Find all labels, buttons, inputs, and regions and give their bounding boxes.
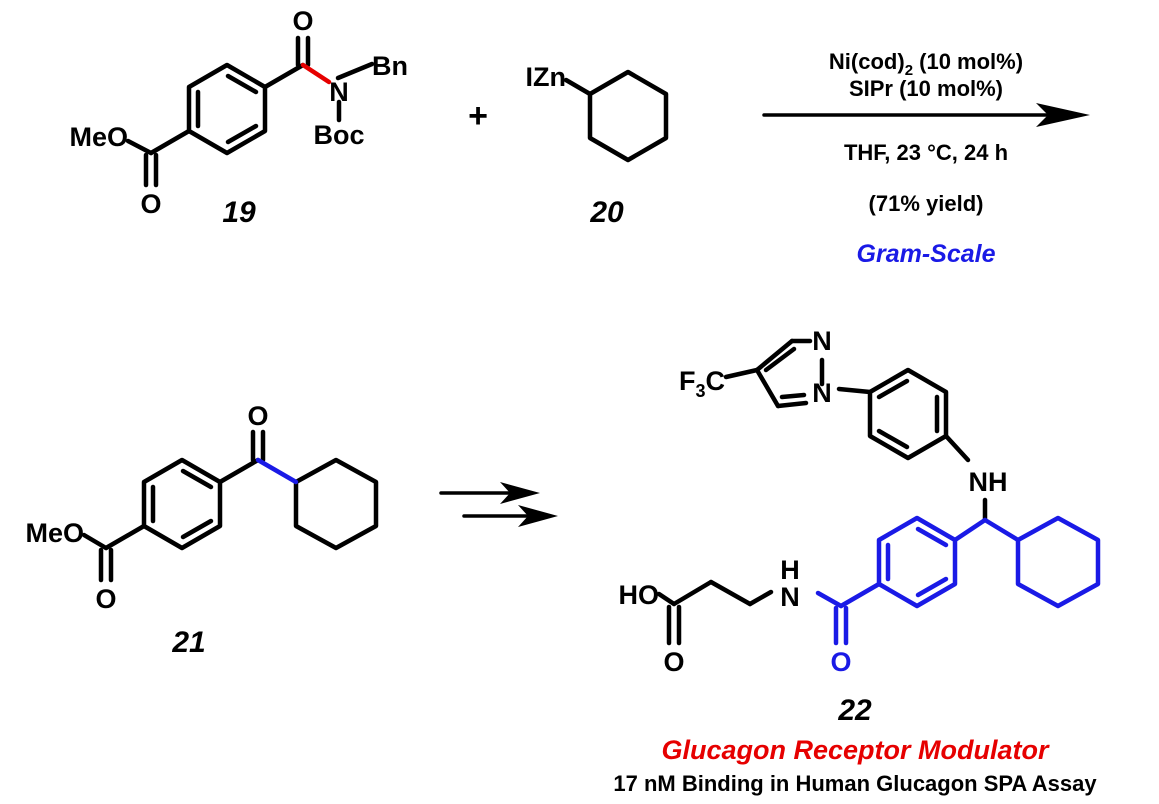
compound-number-22: 22 bbox=[837, 694, 872, 727]
c21-ester-o: O bbox=[95, 584, 116, 614]
c21-carbonyl-o: O bbox=[247, 401, 268, 431]
c19-ester-o: O bbox=[140, 189, 161, 219]
compound-19: O N Bn Boc MeO O 19 bbox=[69, 6, 408, 229]
c22-nh: NH bbox=[969, 467, 1008, 497]
activity-title: Glucagon Receptor Modulator bbox=[661, 735, 1050, 765]
yield-label: (71% yield) bbox=[869, 191, 984, 216]
reaction-arrow bbox=[762, 103, 1090, 127]
c22-amide-n: N bbox=[780, 582, 800, 612]
c22-cf3: F3C bbox=[679, 366, 725, 401]
c22-pyrazole-n1: N bbox=[812, 378, 832, 408]
compound-21: O MeO O 21 bbox=[25, 401, 379, 659]
scale-label: Gram-Scale bbox=[857, 240, 996, 268]
solvent-label: THF, 23 °C, 24 h bbox=[844, 140, 1008, 165]
c19-bn: Bn bbox=[372, 51, 408, 81]
c22-acid-o: O bbox=[663, 647, 684, 677]
c21-meo: MeO bbox=[25, 518, 84, 548]
c19-boc: Boc bbox=[313, 120, 364, 150]
plus-sign: + bbox=[468, 97, 488, 135]
multi-step-arrows bbox=[439, 482, 558, 527]
activity-text: 17 nM Binding in Human Glucagon SPA Assa… bbox=[613, 771, 1097, 796]
c22-amide-o: O bbox=[830, 647, 851, 677]
c19-meo: MeO bbox=[69, 122, 128, 152]
c19-carbonyl-o: O bbox=[292, 6, 313, 36]
c22-pyrazole-n2: N bbox=[812, 326, 832, 356]
catalyst-label: Ni(cod)2 (10 mol%) bbox=[829, 49, 1023, 79]
c22-ho: HO bbox=[619, 580, 660, 610]
c22-amide-h: H bbox=[780, 555, 800, 585]
ligand-label: SIPr (10 mol%) bbox=[849, 76, 1003, 101]
compound-22: F3C N N NH HO O H N O 22 Glucagon Recept… bbox=[613, 326, 1101, 796]
c19-n: N bbox=[329, 77, 349, 107]
compound-number-19: 19 bbox=[222, 196, 256, 229]
c20-izn: IZn bbox=[526, 62, 567, 92]
compound-number-20: 20 bbox=[589, 196, 624, 229]
compound-20: IZn 20 bbox=[526, 62, 669, 229]
compound-number-21: 21 bbox=[171, 626, 205, 659]
